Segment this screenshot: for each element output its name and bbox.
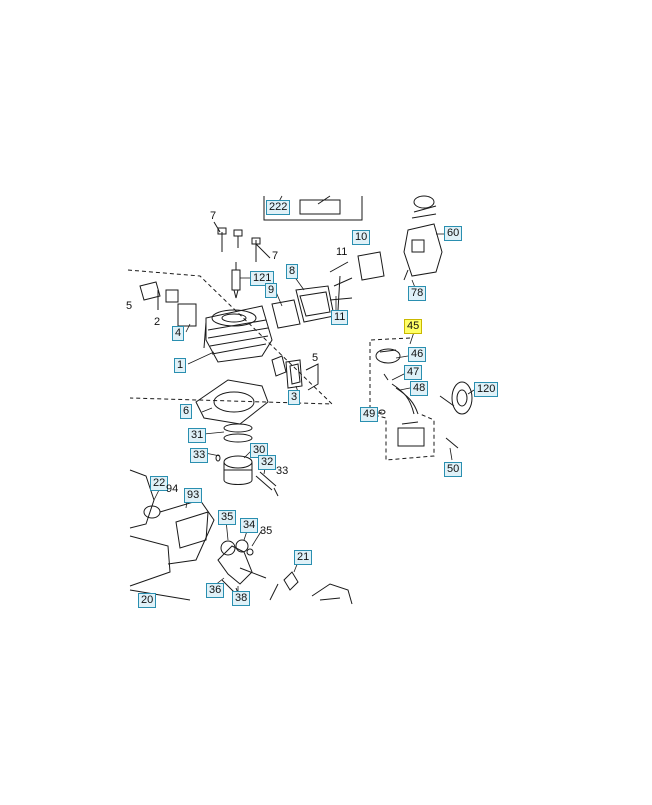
label-7a: 7 [210, 210, 217, 222]
label-21: 21 [294, 550, 313, 565]
starter-pulley [439, 381, 473, 415]
label-35a: 35 [218, 510, 237, 525]
piston-rings [223, 423, 253, 443]
spark-plug [231, 262, 241, 299]
label-60: 60 [444, 226, 463, 241]
label-47: 47 [404, 365, 423, 380]
carburetor [403, 195, 443, 281]
screws-7 [213, 221, 271, 262]
label-78: 78 [408, 286, 427, 301]
ignition-group-outline [369, 337, 435, 461]
label-34: 34 [240, 518, 259, 533]
label-36: 36 [206, 583, 225, 598]
label-30: 30 [250, 443, 269, 458]
label-7b: 7 [272, 250, 279, 262]
cylinder-cover-parts [271, 355, 319, 391]
label-2: 2 [154, 316, 161, 328]
label-10: 10 [352, 230, 371, 245]
piston-pin [215, 454, 279, 497]
crankshaft-parts [217, 539, 267, 599]
label-11a: 11 [336, 246, 348, 258]
label-120: 120 [474, 382, 499, 397]
crankcase-top-fragment [263, 195, 363, 221]
label-35b: 35 [260, 525, 273, 537]
label-50: 50 [444, 462, 463, 477]
piston [223, 455, 253, 485]
label-94: 94 [166, 483, 179, 495]
label-6: 6 [180, 404, 193, 419]
label-3: 3 [288, 390, 301, 405]
label-20: 20 [138, 593, 157, 608]
gasket-parts [139, 281, 197, 327]
ignition-coil [375, 348, 425, 447]
label-222: 222 [266, 200, 291, 215]
ignition-screws [378, 409, 459, 449]
label-93: 93 [184, 488, 203, 503]
label-45-highlighted[interactable]: 45 [404, 319, 423, 334]
label-11b: 11 [331, 310, 349, 325]
label-1: 1 [174, 358, 187, 373]
label-22: 22 [150, 476, 169, 491]
label-121: 121 [250, 271, 275, 286]
label-5a: 5 [126, 300, 133, 312]
label-31: 31 [188, 428, 207, 443]
label-49: 49 [360, 407, 379, 422]
label-5b: 5 [312, 352, 319, 364]
label-4: 4 [172, 326, 185, 341]
label-32: 32 [258, 455, 277, 470]
cylinder-kit-outline [127, 269, 334, 405]
label-8: 8 [286, 264, 299, 279]
label-46: 46 [408, 347, 427, 362]
base-gasket [195, 379, 269, 425]
ignition-fragment [269, 571, 353, 605]
label-38: 38 [232, 591, 251, 606]
label-9: 9 [265, 283, 278, 298]
label-33b: 33 [276, 465, 289, 477]
label-33a: 33 [190, 448, 209, 463]
cylinder [203, 305, 273, 363]
label-48: 48 [410, 381, 429, 396]
